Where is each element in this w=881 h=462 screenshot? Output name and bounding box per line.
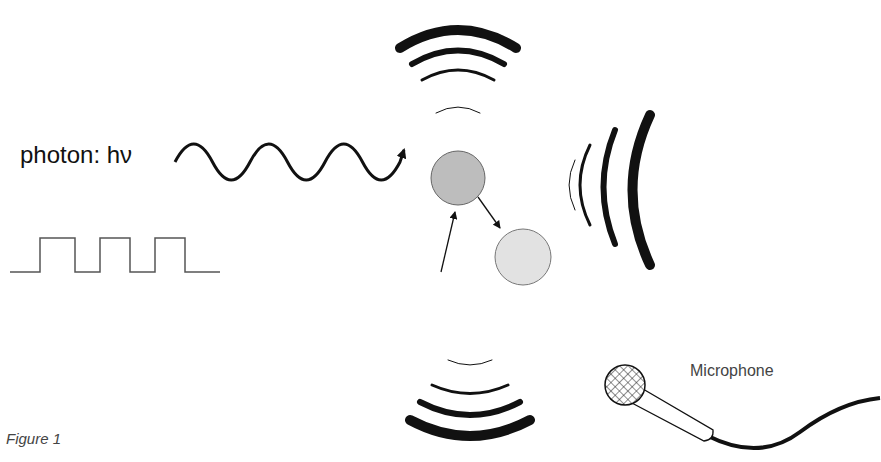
excited-molecule (431, 151, 485, 205)
molecule (495, 229, 551, 285)
sound-waves-bottom (410, 360, 530, 436)
figure-caption: Figure 1 (6, 430, 61, 447)
sound-waves-right (569, 115, 650, 265)
photon-wave (175, 144, 404, 180)
collision-arrow (441, 212, 455, 272)
square-wave (10, 238, 220, 272)
microphone-label: Microphone (690, 362, 774, 380)
transfer-arrow (478, 197, 500, 228)
sound-waves-top (400, 30, 516, 113)
photon-label: photon: hν (20, 141, 132, 169)
